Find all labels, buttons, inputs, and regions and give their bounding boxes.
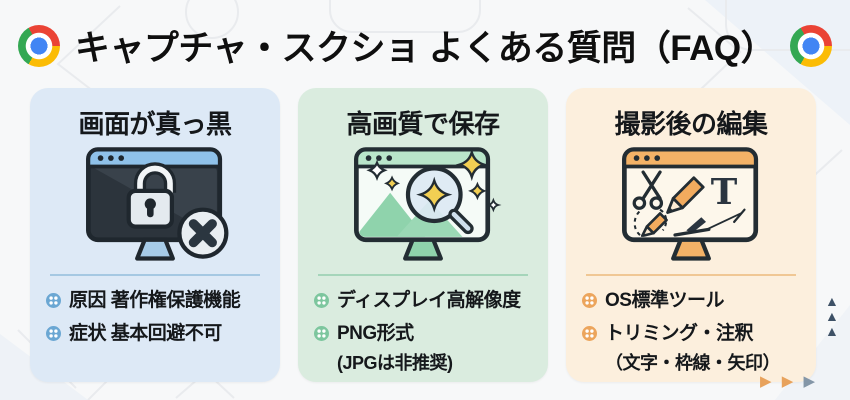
dot-bullet-icon — [46, 293, 61, 308]
card-high-quality: 高画質で保存 — [298, 88, 548, 382]
header: キャプチャ・スクショ よくある質問（FAQ） — [0, 20, 850, 71]
up-triangle-icon: ▲ — [825, 293, 839, 309]
dot-bullet-icon — [314, 326, 329, 342]
card-title: 撮影後の編集 — [614, 109, 768, 139]
bullet-text: ディスプレイ高解像度 — [337, 290, 521, 311]
up-triangles-decor: ▲ ▲ ▲ — [825, 294, 839, 339]
bullet-text: OS標準ツール — [605, 290, 724, 311]
dot-bullet-icon — [582, 326, 597, 342]
dot-bullet-icon — [582, 293, 597, 308]
card-divider — [586, 274, 796, 276]
right-triangles-decor: ▶ ▶ ▶ — [760, 372, 818, 390]
card-divider — [318, 274, 528, 276]
card-black-screen: 画面が真っ黒 原因 著作権保護機能 — [30, 88, 280, 382]
chrome-logo-icon — [17, 24, 60, 67]
card-illustration — [298, 144, 548, 266]
svg-text:T: T — [711, 172, 738, 213]
faq-cards: 画面が真っ黒 原因 著作権保護機能 — [30, 88, 816, 382]
monitor-editing-tools-icon: T — [622, 147, 759, 261]
bullet-item: 症状 基本回避不可 — [46, 322, 270, 345]
bullet-list: ディスプレイ高解像度 PNG形式 (JPGは非推奨) — [314, 289, 538, 375]
bullet-item: ディスプレイ高解像度 — [314, 289, 538, 312]
bullet-list: 原因 著作権保護機能 症状 基本回避不可 — [46, 289, 270, 345]
bullet-item: OS標準ツール — [582, 289, 806, 312]
bullet-text: PNG形式 — [337, 323, 414, 345]
card-illustration — [30, 144, 280, 266]
monitor-magnifier-sparkle-icon — [354, 147, 502, 261]
card-divider — [50, 274, 260, 276]
card-editing: 撮影後の編集 T — [566, 88, 816, 382]
monitor-lock-error-icon — [86, 147, 229, 261]
bullet-subtext: (JPGは非推奨) — [337, 353, 453, 374]
bullet-text: 症状 基本回避不可 — [69, 323, 222, 345]
card-illustration: T — [566, 144, 816, 266]
page-title: キャプチャ・スクショ よくある質問（FAQ） — [74, 29, 776, 68]
bullet-subtext: （文字・枠線・矢印） — [605, 353, 781, 374]
up-triangle-icon: ▲ — [825, 323, 839, 339]
dot-bullet-icon — [46, 326, 61, 342]
card-title: 画面が真っ黒 — [78, 109, 232, 139]
chrome-logo-icon — [790, 24, 833, 67]
bullet-list: OS標準ツール トリミング・注釈 （文字・枠線・矢印） — [582, 289, 806, 375]
dot-bullet-icon — [314, 293, 329, 308]
card-title: 高画質で保存 — [346, 109, 500, 139]
bullet-text: トリミング・注釈 — [605, 323, 754, 345]
bullet-item: トリミング・注釈 — [582, 322, 806, 345]
bullet-item: PNG形式 — [314, 322, 538, 345]
right-triangle-icon: ▶ — [781, 373, 797, 390]
up-triangle-icon: ▲ — [825, 308, 839, 324]
bullet-item: 原因 著作権保護機能 — [46, 289, 270, 312]
bullet-text: 原因 著作権保護機能 — [69, 290, 241, 311]
right-triangle-icon: ▶ — [803, 373, 818, 390]
right-triangle-icon: ▶ — [760, 373, 775, 390]
